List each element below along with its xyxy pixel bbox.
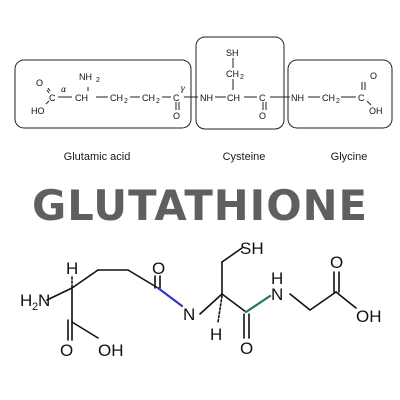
amine-subscript: 2	[32, 301, 38, 313]
cysteine-box	[195, 36, 285, 130]
glu-ch2-a: CH	[110, 93, 123, 103]
amide-nitrogen-2-hydrogen: H	[271, 269, 283, 288]
glu-carboxyl-oxygen-bottom: O	[60, 341, 73, 360]
cys-thiol-bottom: SH	[240, 239, 264, 258]
glu-ch2-b: CH	[142, 93, 155, 103]
cys-carbonyl-carbon: C	[259, 93, 266, 103]
top-schematic-labels: O C HO α NH 2 CH CH 2 CH 2 γ C O NH CH C…	[31, 48, 383, 163]
cys-thiol: SH	[226, 48, 239, 58]
glu-gamma-carbon: C	[173, 93, 180, 103]
glycine-box	[287, 59, 393, 129]
cys-carbonyl-oxygen: O	[259, 111, 266, 121]
gly-amide-nh: NH	[291, 93, 304, 103]
glu-carboxyl-hydroxyl-bottom: OH	[98, 341, 124, 360]
cys-carbonyl-oxygen-bottom: O	[240, 339, 253, 358]
bottom-structure-labels: H 2 N H O OH O N H SH O N H O OH	[20, 239, 382, 360]
gly-hydroxyl: OH	[369, 106, 383, 116]
gly-ch2: CH	[322, 93, 335, 103]
glu-amine-subscript: 2	[96, 77, 100, 84]
glu-alpha-hydrogen: H	[66, 259, 78, 278]
gly-ch2-subscript: 2	[336, 98, 340, 105]
amide-nitrogen-2: N	[271, 285, 283, 304]
gly-hydroxyl-bottom: OH	[356, 307, 382, 326]
cys-amide-nh: NH	[200, 93, 213, 103]
cys-ch2-subscript: 2	[240, 74, 244, 81]
gamma-label: γ	[180, 84, 185, 93]
amine-h: H	[20, 291, 32, 310]
peptide-bond-cys-gly	[244, 294, 272, 314]
top-schematic	[14, 36, 393, 130]
glu-carboxyl-oxygen: O	[36, 78, 43, 88]
glu-ch2-b-subscript: 2	[156, 98, 160, 105]
amide-nitrogen-1: N	[183, 305, 195, 324]
gly-carbonyl-oxygen: O	[370, 71, 377, 81]
alpha-label: α	[61, 85, 67, 94]
glu-hydroxyl: HO	[31, 106, 45, 116]
glu-gamma-oxygen: O	[173, 111, 180, 121]
caption-cysteine: Cysteine	[223, 151, 266, 163]
peptide-bond-glu-cys	[156, 286, 184, 308]
glutamic-acid-box	[14, 59, 192, 129]
gly-carboxyl-carbon: C	[358, 93, 365, 103]
glu-carboxyl-carbon: C	[49, 93, 56, 103]
bottom-structure-bonds	[46, 247, 357, 341]
cys-alpha-hydrogen: H	[210, 325, 222, 344]
glu-alpha-ch: CH	[75, 93, 88, 103]
cys-ch2: CH	[226, 69, 239, 79]
cys-alpha-ch: CH	[227, 93, 240, 103]
amine-n: N	[38, 291, 50, 310]
glu-amine: NH	[79, 72, 92, 82]
gly-carbonyl-oxygen-bottom: O	[330, 253, 343, 272]
glu-gamma-carbonyl-oxygen: O	[152, 259, 165, 278]
caption-glycine: Glycine	[331, 151, 368, 163]
glu-ch2-a-subscript: 2	[124, 98, 128, 105]
title-glutathione: GLUTATHIONE	[32, 181, 368, 230]
caption-glutamic-acid: Glutamic acid	[64, 151, 131, 163]
